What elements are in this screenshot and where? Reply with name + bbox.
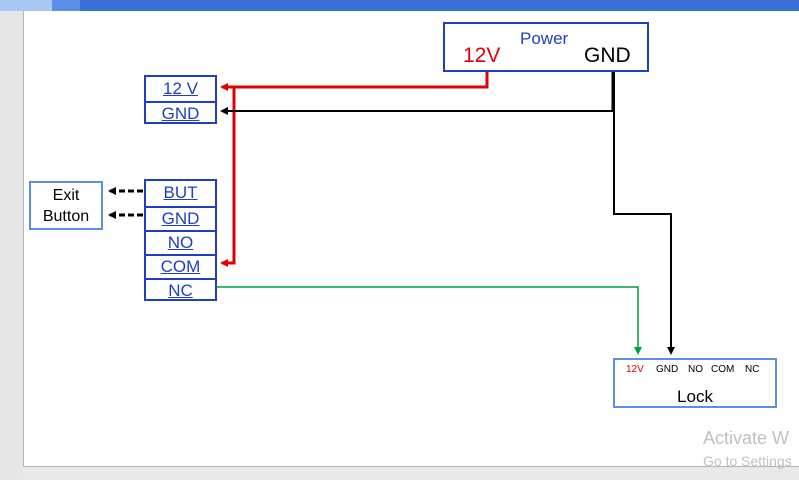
power-12v-label: 12V bbox=[463, 44, 501, 67]
tab-1[interactable] bbox=[0, 0, 52, 11]
controller-power-block: 12 V GND bbox=[144, 75, 217, 124]
power-title: Power bbox=[520, 29, 569, 48]
left-gutter bbox=[0, 11, 23, 480]
exit-button-line1: Exit bbox=[52, 187, 80, 204]
exit-button-box: Exit Button bbox=[29, 181, 103, 230]
lock-box: 12V GND NO COM NC Lock bbox=[613, 358, 777, 408]
wire-12v-to-com bbox=[220, 87, 236, 267]
lock-nc-terminal: NC bbox=[745, 364, 760, 375]
lock-12v-terminal: 12V bbox=[626, 364, 644, 375]
exit-button-line2: Button bbox=[42, 208, 90, 225]
controller-12v-terminal: 12 V bbox=[163, 79, 198, 98]
power-gnd-label: GND bbox=[584, 44, 631, 67]
activation-watermark-title: Activate W bbox=[703, 428, 790, 448]
controller-nc-terminal: NC bbox=[146, 278, 215, 301]
wire-power-gnd bbox=[220, 72, 614, 115]
power-supply-box bbox=[443, 22, 649, 72]
tab-2[interactable] bbox=[52, 0, 80, 11]
controller-com-terminal: COM bbox=[146, 254, 215, 278]
lock-com-terminal: COM bbox=[711, 364, 735, 375]
lock-gnd-terminal: GND bbox=[656, 364, 679, 375]
controller-terminal-block: BUT GND NO COM NC bbox=[144, 179, 217, 301]
wire-nc-to-lock bbox=[217, 286, 642, 355]
wire-gnd-to-lock bbox=[613, 72, 675, 355]
controller-no-terminal: NO bbox=[146, 230, 215, 254]
controller-gnd-terminal: GND bbox=[146, 101, 215, 124]
lock-no-terminal: NO bbox=[688, 364, 703, 375]
window-title-bar bbox=[0, 0, 799, 11]
controller-but-terminal: BUT bbox=[163, 183, 198, 202]
controller-gnd2-terminal: GND bbox=[146, 206, 215, 230]
activation-watermark-subtitle[interactable]: Go to Settings bbox=[703, 453, 792, 469]
lock-label: Lock bbox=[677, 387, 713, 406]
wire-power-12v bbox=[220, 72, 489, 91]
